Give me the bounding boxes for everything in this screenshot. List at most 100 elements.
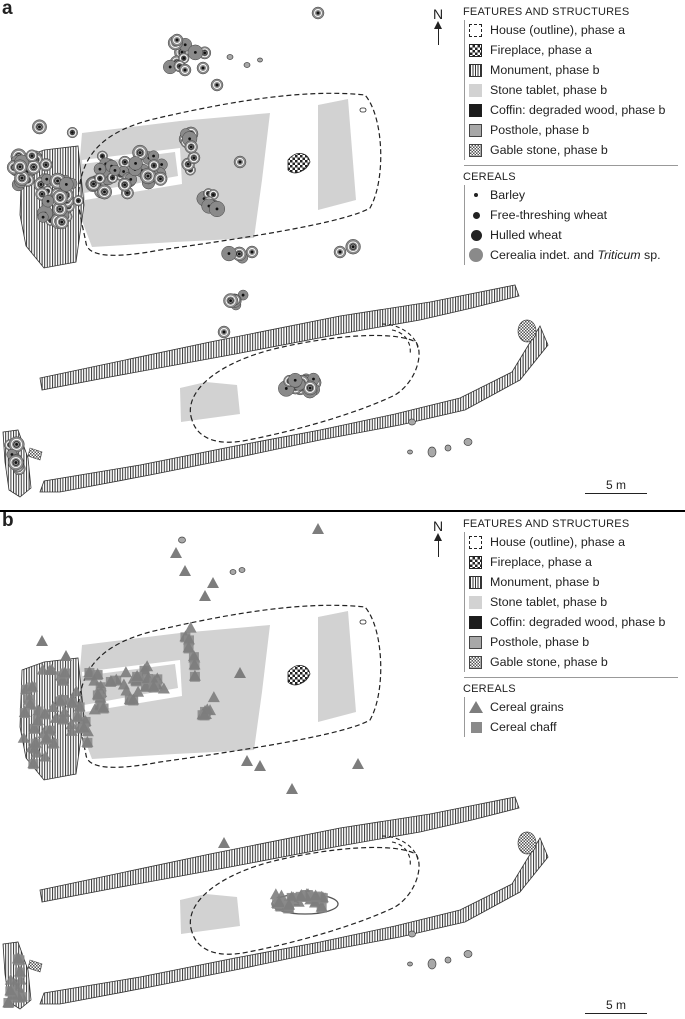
- concentric-ring: [122, 159, 128, 165]
- cereal-grain-triangle: [12, 981, 25, 993]
- cereal-grain-triangle: [58, 666, 71, 678]
- stone-tablet-east: [318, 99, 356, 210]
- house-outline-entrance: [381, 323, 419, 356]
- cereal-grain-triangle: [207, 691, 220, 703]
- cereal-grain-triangle: [14, 973, 27, 985]
- cereal-grain-triangle: [38, 707, 51, 719]
- concentric-ring: [236, 250, 243, 257]
- fireplace-icon: [287, 665, 311, 686]
- posthole: [226, 54, 234, 60]
- concentric-ring: [13, 441, 20, 448]
- cereal-grain-triangle: [188, 658, 201, 670]
- cereal-grain-triangle: [157, 682, 170, 694]
- barley-dot: [308, 386, 312, 390]
- barley-dot: [241, 293, 245, 297]
- barley-dot: [193, 51, 197, 54]
- legend-item: Cereal grains: [469, 697, 685, 717]
- barley-dot: [312, 377, 315, 381]
- cereal-grain-triangle: [28, 721, 41, 733]
- barley-dot: [146, 174, 150, 178]
- cereal-grain-triangle: [179, 565, 191, 576]
- cereal-grain-triangle: [4, 984, 17, 996]
- monument-south-wall: [39, 325, 549, 493]
- cereal-grain-triangle: [29, 736, 42, 748]
- barley-dot: [20, 176, 24, 180]
- legend-cereals-list: Barley Free-threshing wheat Hulled wheat…: [464, 185, 685, 265]
- legend-item: Free-threshing wheat: [469, 205, 685, 225]
- cereal-grain-triangle: [77, 721, 90, 733]
- scale-label: 5 m: [605, 478, 626, 492]
- cereal-grain-triangle: [54, 694, 67, 706]
- barley-dot: [126, 191, 129, 195]
- concentric-ring: [220, 328, 228, 336]
- north-arrow-icon: [433, 533, 442, 557]
- scale-bar: 5 m: [585, 998, 647, 1014]
- legend-item: Posthole, phase b: [469, 632, 685, 652]
- barley-dot: [10, 453, 14, 456]
- cereal-grain-triangle: [40, 731, 53, 743]
- cereal-grain-triangle: [71, 710, 84, 722]
- barley-dot: [237, 252, 241, 256]
- posthole: [238, 567, 246, 573]
- legend-item: House (outline), phase a: [469, 20, 685, 40]
- cereal-grain-triangle: [285, 890, 298, 902]
- coffin-outline-icon: [359, 619, 367, 625]
- posthole-icon: [469, 123, 482, 137]
- concentric-ring: [157, 175, 164, 182]
- cereal-find-circle: [117, 177, 132, 192]
- cereal-grain-triangle-icon: [469, 701, 483, 713]
- concentric-ring: [151, 162, 157, 169]
- barley-dot: [113, 168, 117, 172]
- stone-tablet-east: [318, 611, 356, 722]
- cereal-find-circle: [73, 195, 84, 207]
- legend-heading-cereals: CEREALS: [463, 683, 516, 695]
- barley-dot: [351, 245, 355, 249]
- concentric-ring: [227, 297, 234, 304]
- cereal-grain-triangle: [201, 703, 214, 715]
- legend-heading-features: FEATURES AND STRUCTURES: [463, 518, 630, 530]
- cereal-grain-triangle: [127, 693, 140, 705]
- barley-dot: [293, 378, 297, 382]
- cereal-grain-triangle: [184, 621, 197, 633]
- concentric-ring: [56, 217, 67, 227]
- barley-dot: [14, 461, 18, 464]
- concentric-ring: [30, 163, 37, 171]
- map-a: [2, 6, 549, 498]
- posthole: [178, 536, 186, 544]
- concentric-ring: [209, 190, 218, 199]
- cereal-grain-triangle: [43, 723, 56, 735]
- cereal-find-circle: [345, 239, 361, 255]
- cereal-grain-triangle: [147, 680, 160, 692]
- hulled-wheat-dot-icon: [470, 229, 482, 241]
- barley-dot: [192, 156, 196, 160]
- stone-tablet-lower: [180, 894, 240, 934]
- cereal-grain-triangle: [207, 577, 219, 588]
- gable-stone-icon: [517, 831, 537, 855]
- fireplace-icon: [469, 555, 482, 569]
- concentric-ring: [97, 176, 103, 181]
- barley-dot: [64, 183, 68, 186]
- legend-item: Stone tablet, phase b: [469, 592, 685, 612]
- concentric-ring: [14, 161, 26, 172]
- posthole-icon: [469, 635, 482, 649]
- posthole: [444, 956, 452, 964]
- house-outline-entrance: [381, 835, 419, 868]
- cereal-grain-triangle: [27, 757, 40, 769]
- cereal-grain-triangle: [17, 731, 30, 743]
- cereal-grain-triangle: [79, 714, 92, 726]
- concentric-ring: [56, 205, 64, 213]
- cereal-chaff-square-icon: [470, 721, 482, 733]
- posthole: [229, 569, 237, 575]
- concentric-ring: [37, 181, 45, 188]
- legend-item: Hulled wheat: [469, 225, 685, 245]
- barley-dot: [76, 199, 80, 203]
- legend-item: Monument, phase b: [469, 572, 685, 592]
- cereal-find-circle: [153, 171, 168, 186]
- legend-item: Stone tablet, phase b: [469, 80, 685, 100]
- barley-dot: [38, 125, 41, 129]
- legend: FEATURES AND STRUCTURES House (outline),…: [463, 516, 685, 737]
- concentric-ring: [100, 153, 105, 159]
- cereal-finds-b: [2, 523, 364, 1008]
- cereal-find-circle: [223, 293, 238, 309]
- concentric-ring: [305, 382, 316, 394]
